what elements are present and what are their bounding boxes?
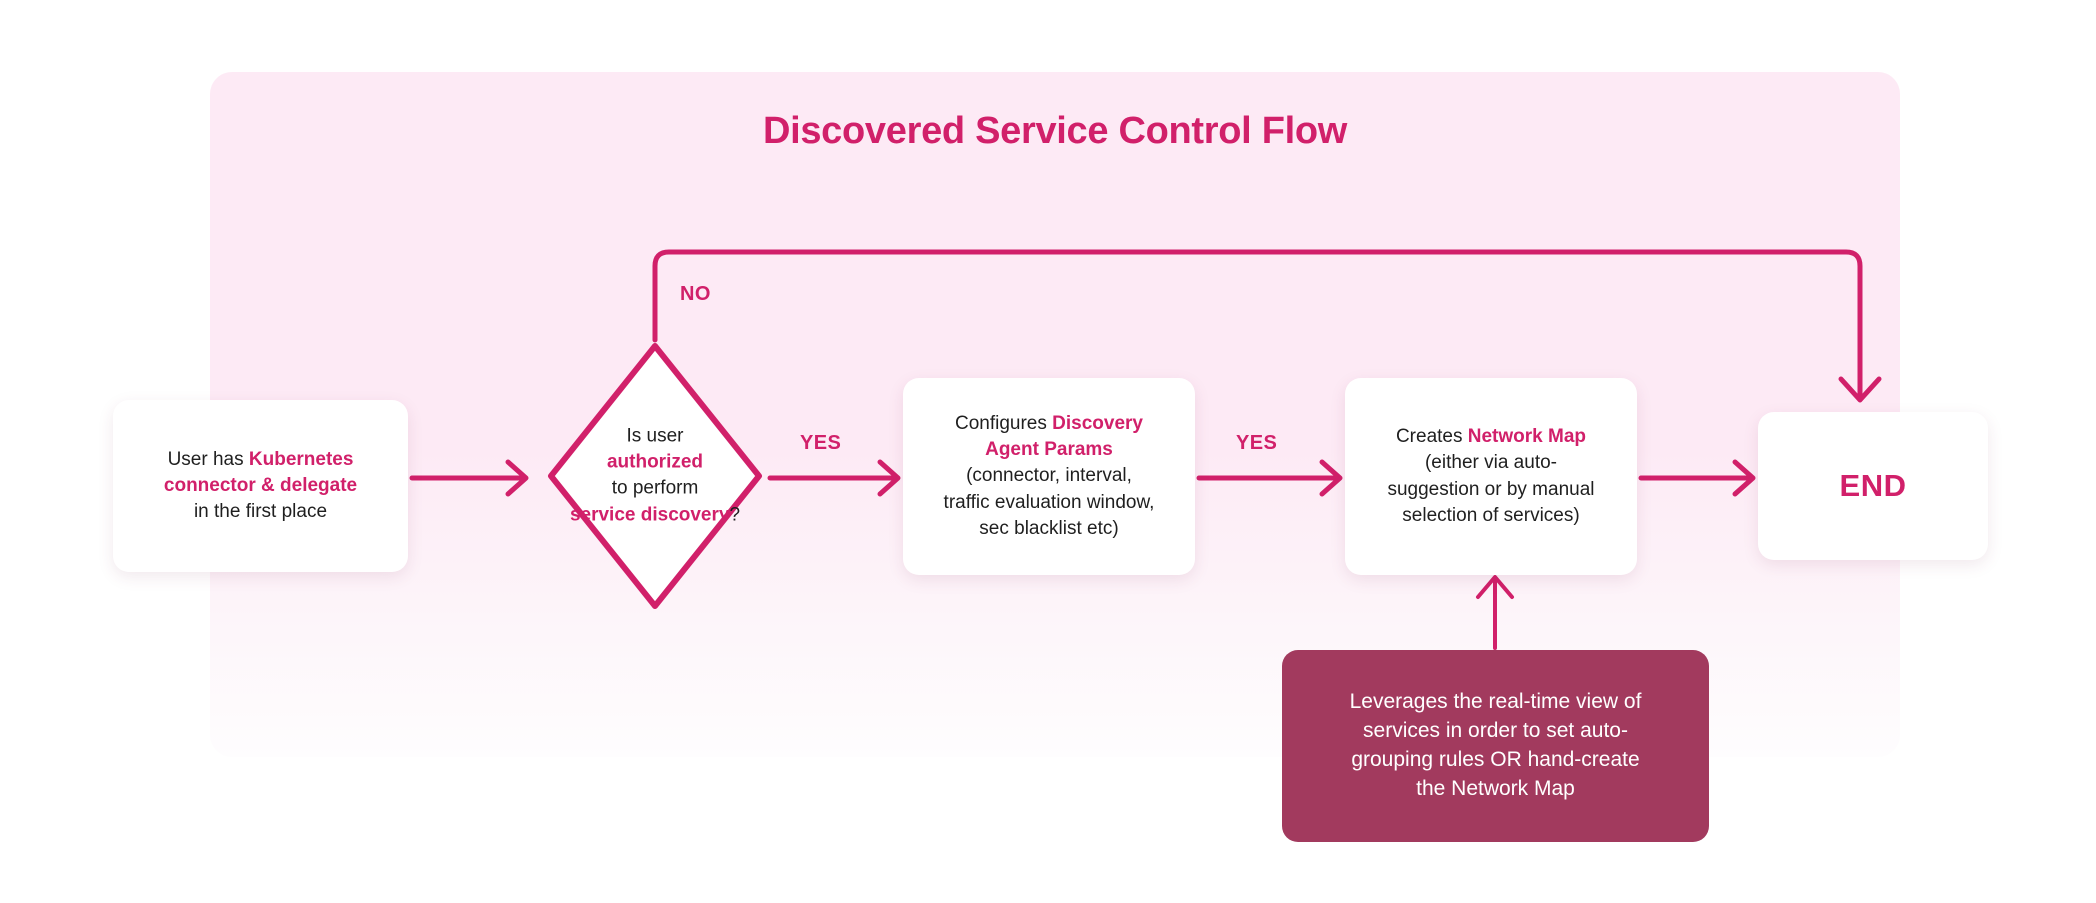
edge-label-yes-params: YES — [1236, 432, 1278, 454]
node-params-line4: traffic evaluation window, — [943, 491, 1155, 513]
node-params-line1-emphasis: Discovery — [1052, 412, 1143, 434]
node-params-line5: sec blacklist etc) — [979, 517, 1119, 539]
note-line3: grouping rules OR hand-create — [1351, 748, 1640, 771]
node-decision-line4-emphasis: service discovery — [569, 504, 730, 526]
node-params-line2-emphasis: Agent Params — [985, 439, 1113, 461]
node-start[interactable]: User has Kubernetes connector & delegate… — [113, 400, 408, 572]
node-configure-discovery-agent-params[interactable]: Configures Discovery Agent Params (conne… — [903, 378, 1195, 575]
node-start-line2-emphasis: connector & delegate — [163, 474, 358, 496]
node-decision-line4-tail: ? — [729, 504, 741, 526]
node-netmap-line4: selection of services) — [1402, 504, 1580, 526]
node-decision-line1: Is user — [626, 425, 684, 447]
edge-label-yes-decision: YES — [800, 432, 842, 454]
node-params-line1-plain: Configures — [954, 412, 1053, 434]
note-line2: services in order to set auto- — [1363, 719, 1628, 743]
node-end-label: END — [1839, 467, 1907, 503]
node-decision-line3: to perform — [611, 478, 699, 499]
node-params-line3: (connector, interval, — [966, 465, 1132, 487]
edge-label-no: NO — [680, 283, 711, 305]
node-end[interactable]: END — [1758, 412, 1988, 560]
node-netmap-line2: (either via auto- — [1424, 452, 1557, 474]
node-create-network-map[interactable]: Creates Network Map (either via auto- su… — [1345, 378, 1637, 575]
node-netmap-line3: suggestion or by manual — [1387, 478, 1595, 500]
note-line4: the Network Map — [1416, 776, 1575, 800]
node-start-line3: in the first place — [193, 501, 328, 523]
diagram-title: Discovered Service Control Flow — [762, 110, 1348, 152]
node-decision-authorized[interactable]: Is user authorized to perform service di… — [545, 340, 765, 612]
annotation-network-map-note[interactable]: Leverages the real-time view of services… — [1282, 650, 1709, 842]
node-start-line1-emphasis: Kubernetes — [248, 448, 354, 470]
node-decision-line2-emphasis: authorized — [606, 451, 704, 473]
node-start-line1-plain: User has — [167, 448, 249, 470]
node-netmap-line1-emphasis: Network Map — [1467, 426, 1587, 448]
node-netmap-line1-plain: Creates — [1395, 426, 1468, 448]
decision-diamond-shape — [548, 343, 762, 609]
note-line1: Leverages the real-time view of — [1349, 690, 1642, 714]
